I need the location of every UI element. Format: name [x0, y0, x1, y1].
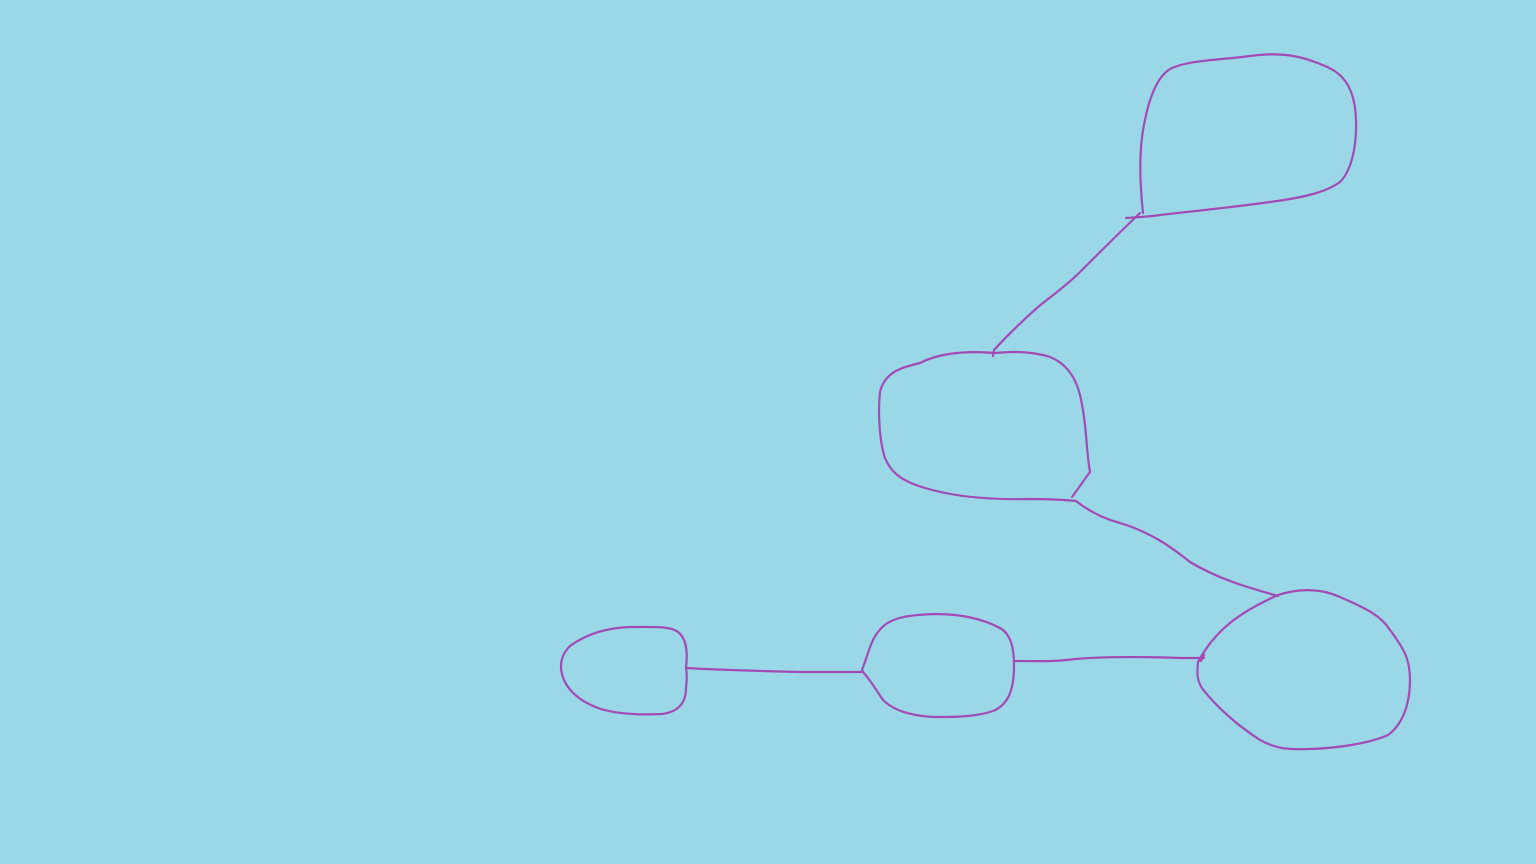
node-bottom-right: [1196, 588, 1412, 751]
edge-top-right-to-middle: [991, 211, 1142, 358]
node-bottom-center: [860, 612, 1016, 719]
edge-middle-to-bottom-right: [1074, 499, 1280, 598]
node-top-right: [1124, 53, 1358, 220]
node-middle: [877, 350, 1092, 503]
edge-bottom-center-to-bottom-left: [684, 666, 864, 674]
node-bottom-left: [559, 625, 688, 716]
edge-bottom-right-to-bottom-center: [1012, 653, 1206, 663]
